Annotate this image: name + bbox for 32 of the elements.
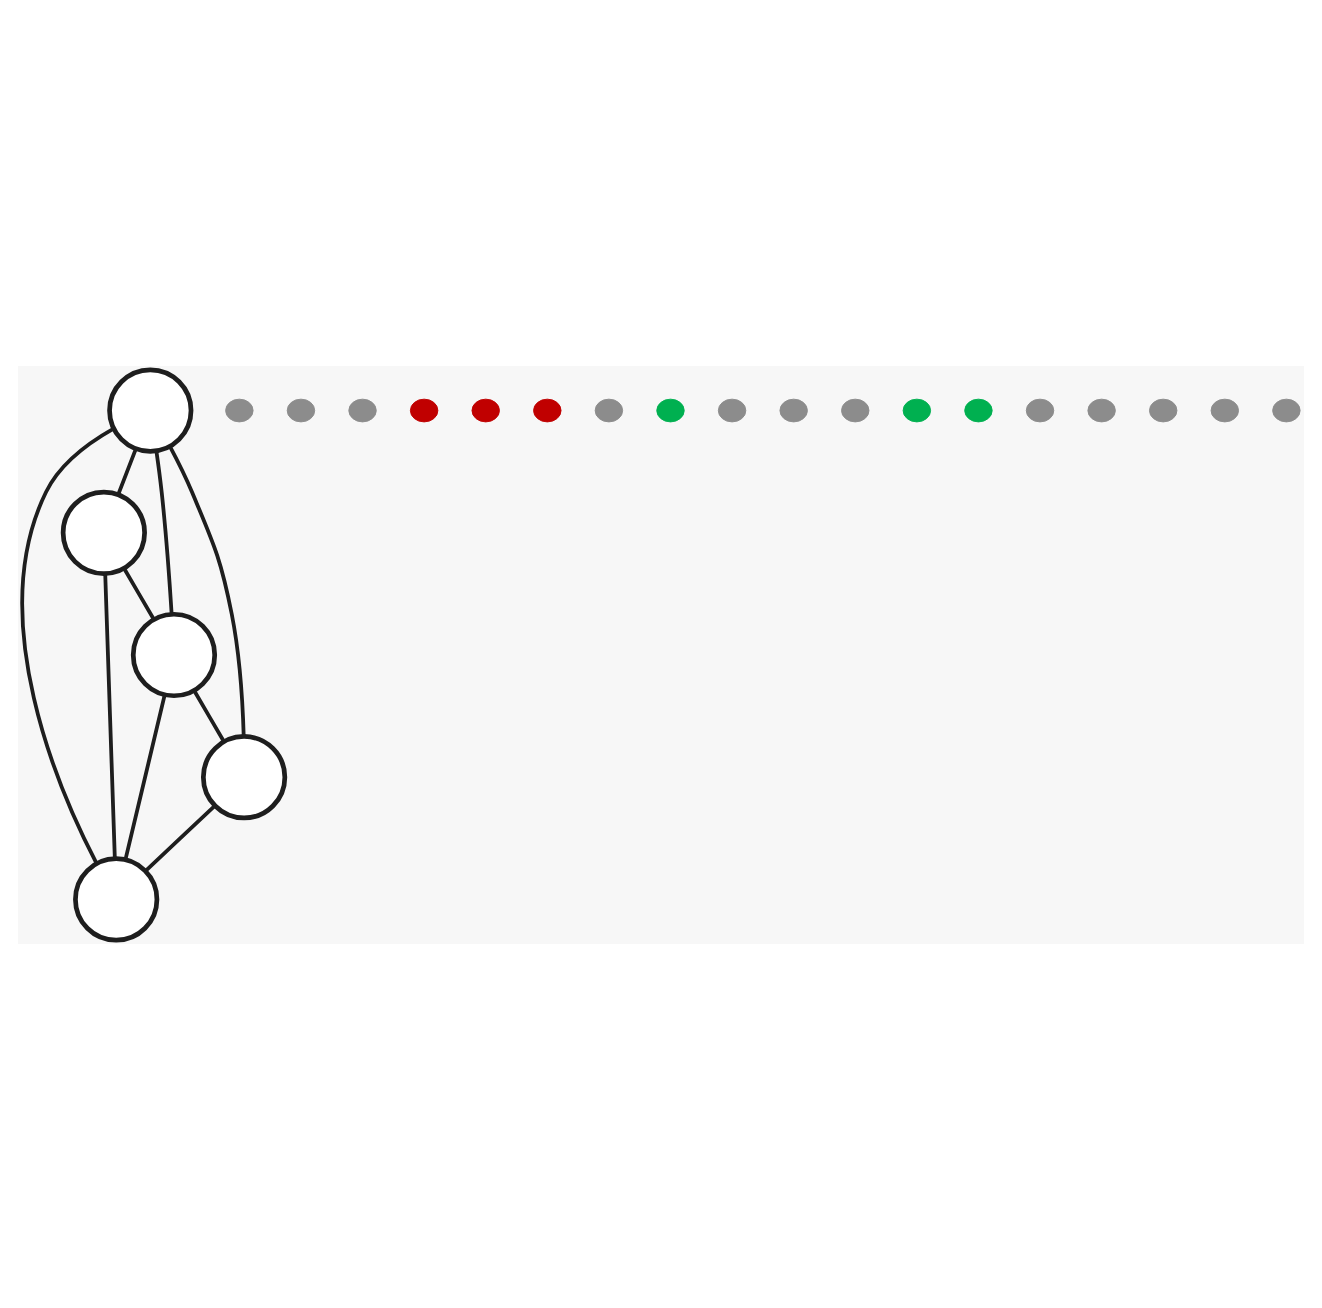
node-circle bbox=[201, 733, 288, 820]
connector bbox=[192, 688, 226, 742]
node-dot bbox=[1272, 397, 1301, 422]
connector bbox=[168, 444, 246, 736]
node-dot bbox=[1210, 397, 1239, 422]
node-dot bbox=[779, 397, 808, 422]
node-circle bbox=[60, 488, 147, 575]
connector bbox=[144, 803, 217, 872]
node-dot bbox=[533, 397, 562, 422]
connector bbox=[123, 693, 167, 860]
node-dot bbox=[286, 397, 316, 422]
connector bbox=[20, 426, 115, 864]
node-dot bbox=[1149, 397, 1178, 422]
connector bbox=[122, 566, 156, 620]
node-dot bbox=[1087, 397, 1116, 422]
node-dot bbox=[1025, 397, 1055, 422]
connector bbox=[154, 449, 174, 614]
node-circle bbox=[107, 366, 194, 453]
connector bbox=[103, 572, 117, 858]
node-dot bbox=[841, 397, 870, 422]
node-circle bbox=[130, 610, 218, 698]
node-dot bbox=[656, 397, 685, 422]
node-dot bbox=[471, 397, 500, 422]
connector bbox=[116, 447, 138, 495]
node-dot bbox=[964, 397, 993, 422]
node-dot bbox=[348, 397, 377, 422]
node-dot bbox=[902, 397, 932, 422]
node-circle bbox=[73, 855, 160, 942]
node-dot bbox=[225, 397, 254, 422]
node-dot bbox=[409, 397, 439, 422]
node-dot bbox=[594, 397, 624, 422]
node-dot bbox=[717, 397, 747, 422]
